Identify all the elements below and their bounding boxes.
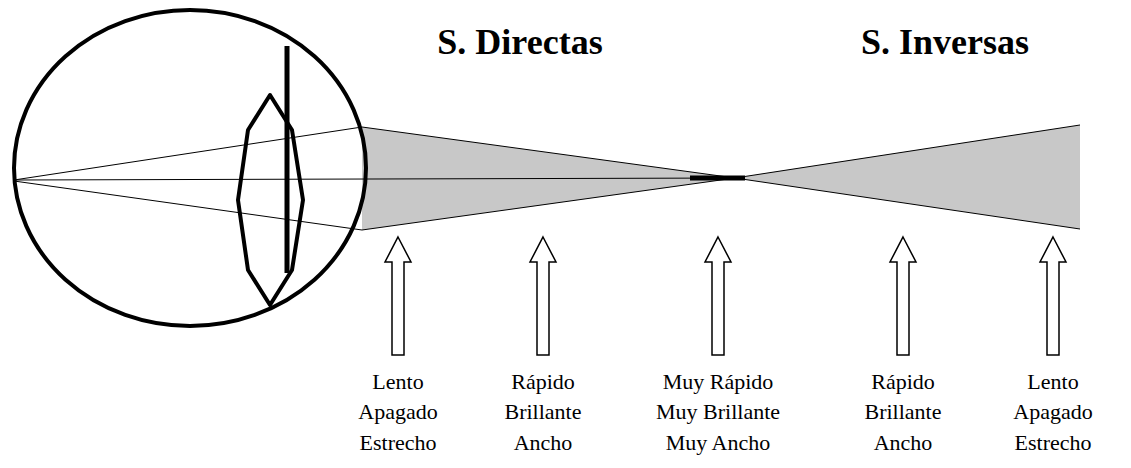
arrow-caption: Muy Brillante [656, 401, 780, 423]
arrow-caption: Muy Ancho [666, 432, 771, 454]
pointer-arrow [1040, 237, 1066, 355]
arrow-caption: Lento [372, 371, 423, 393]
section-heading: S. Directas [437, 24, 602, 60]
arrow-caption: Lento [1027, 371, 1078, 393]
pointer-arrow [385, 237, 411, 355]
focal-point [690, 176, 745, 181]
lens [238, 95, 303, 305]
light-cone [735, 125, 1080, 229]
arrow-caption: Apagado [1013, 401, 1092, 423]
arrow-caption: Ancho [874, 432, 933, 454]
eyeball [14, 10, 366, 326]
pointer-arrow [890, 237, 916, 355]
arrow-caption: Rápido [871, 371, 935, 393]
cornea [285, 46, 290, 273]
pointer-arrow [530, 237, 556, 355]
arrow-caption: Estrecho [1015, 432, 1092, 454]
arrow-caption: Estrecho [360, 432, 437, 454]
arrow-caption: Muy Rápido [663, 371, 774, 393]
arrow-caption: Brillante [865, 401, 942, 423]
arrow-caption: Ancho [514, 432, 573, 454]
pointer-arrow [705, 237, 731, 355]
arrow-caption: Rápido [511, 371, 575, 393]
section-heading: S. Inversas [861, 24, 1029, 60]
arrow-caption: Apagado [358, 401, 437, 423]
arrow-caption: Brillante [505, 401, 582, 423]
